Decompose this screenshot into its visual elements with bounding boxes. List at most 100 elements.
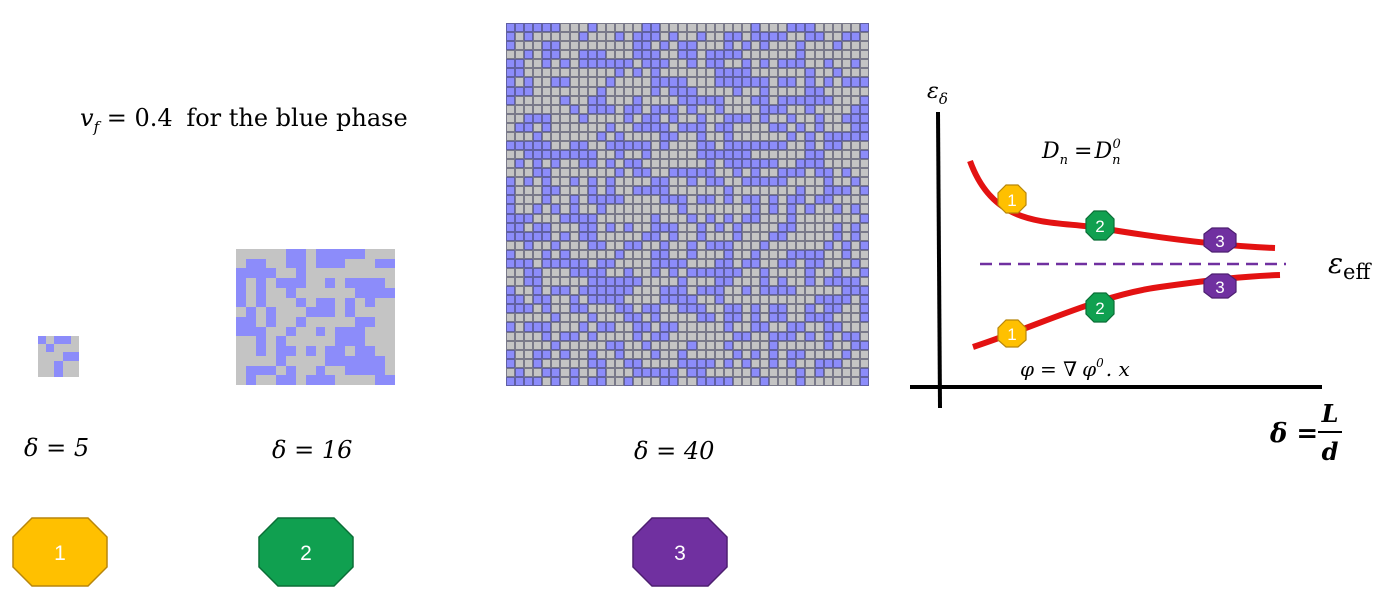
phase-cell [542,159,552,169]
phase-cell [769,186,779,196]
phase-cell [859,340,869,350]
delta-label-1: δ = 5 [24,434,90,462]
phase-cell [651,59,661,69]
phase-cell [614,358,624,368]
phase-cell [769,77,779,87]
phase-cell [669,213,679,223]
phase-cell [285,307,296,317]
phase-cell [578,131,588,141]
phase-cell [524,313,534,323]
phase-cell [642,86,652,96]
phase-cell [315,287,326,298]
phase-cell [633,331,643,341]
phase-cell [596,195,606,205]
phase-cell [669,95,679,105]
phase-cell [605,204,615,214]
phase-cell [760,268,770,278]
phase-cell [551,95,561,105]
phase-cell [642,240,652,250]
phase-cell [365,365,376,376]
phase-cell [732,349,742,359]
phase-cell [633,168,643,178]
phase-cell [587,304,597,314]
phase-cell [515,268,525,278]
phase-cell [560,322,570,332]
phase-cell [814,113,824,123]
phase-cell [778,277,788,287]
phase-cell [741,277,752,287]
phase-cell [70,352,79,361]
phase-cell [850,268,860,278]
phase-cell [805,122,815,132]
phase-cell [850,277,860,287]
phase-cell [696,41,706,51]
phase-cell [714,150,724,160]
phase-cell [560,77,570,87]
phase-cell [335,287,346,298]
phase-cell [669,304,679,314]
phase-cell [315,307,326,317]
phase-cell [723,50,733,60]
svg-text:2: 2 [1095,217,1104,236]
phase-cell [669,240,679,250]
phase-cell [751,213,761,223]
phase-cell [760,168,770,178]
phase-cell [732,222,742,232]
phase-cell [642,213,652,223]
phase-cell [623,23,634,33]
phase-cell [678,95,688,105]
phase-cell [732,50,742,60]
phase-cell [751,186,761,196]
phase-cell [285,326,296,337]
phase-cell [533,159,543,169]
phase-cell [723,277,733,287]
phase-cell [375,297,386,308]
phase-cell [823,258,833,269]
phase-cell [596,213,606,223]
phase-cell [642,340,652,350]
phase-cell [578,41,588,51]
phase-cell [614,231,624,241]
phase-cell [623,131,634,141]
phase-cell [551,32,561,42]
phase-cell [832,59,842,69]
phase-cell [578,168,588,178]
phase-cell [569,295,579,305]
phase-cell [560,150,570,160]
phase-cell [642,249,652,259]
phase-cell [355,268,366,279]
phase-cell [578,50,588,60]
phase-cell [265,317,276,327]
phase-cell [714,340,724,350]
phase-cell [678,331,688,341]
phase-cell [705,358,715,368]
lower-curve-label: φ= ∇φ0. x [1020,356,1130,381]
phase-cell [345,287,356,298]
phase-cell [560,59,570,69]
phase-cell [335,278,346,288]
phase-cell [732,213,742,223]
phase-cell [832,122,842,132]
phase-cell [614,195,624,205]
phase-cell [778,286,788,296]
phase-cell [614,104,624,114]
phase-cell [560,286,570,296]
volume-fraction-label: vf = 0.4 for the blue phase [80,104,408,136]
phase-cell [769,231,779,241]
phase-cell [760,331,770,341]
phase-cell [787,95,797,105]
phase-cell [859,50,869,60]
phase-cell [859,331,869,341]
phase-cell [732,258,742,269]
phase-cell [596,168,606,178]
phase-cell [769,140,779,151]
phase-cell [275,307,286,317]
phase-cell [841,186,851,196]
phase-cell [345,346,356,356]
phase-cell [814,304,824,314]
phase-cell [46,360,55,369]
phase-cell [859,104,869,114]
phase-cell [265,355,276,366]
phase-cell [741,249,752,259]
phase-cell [355,336,366,347]
